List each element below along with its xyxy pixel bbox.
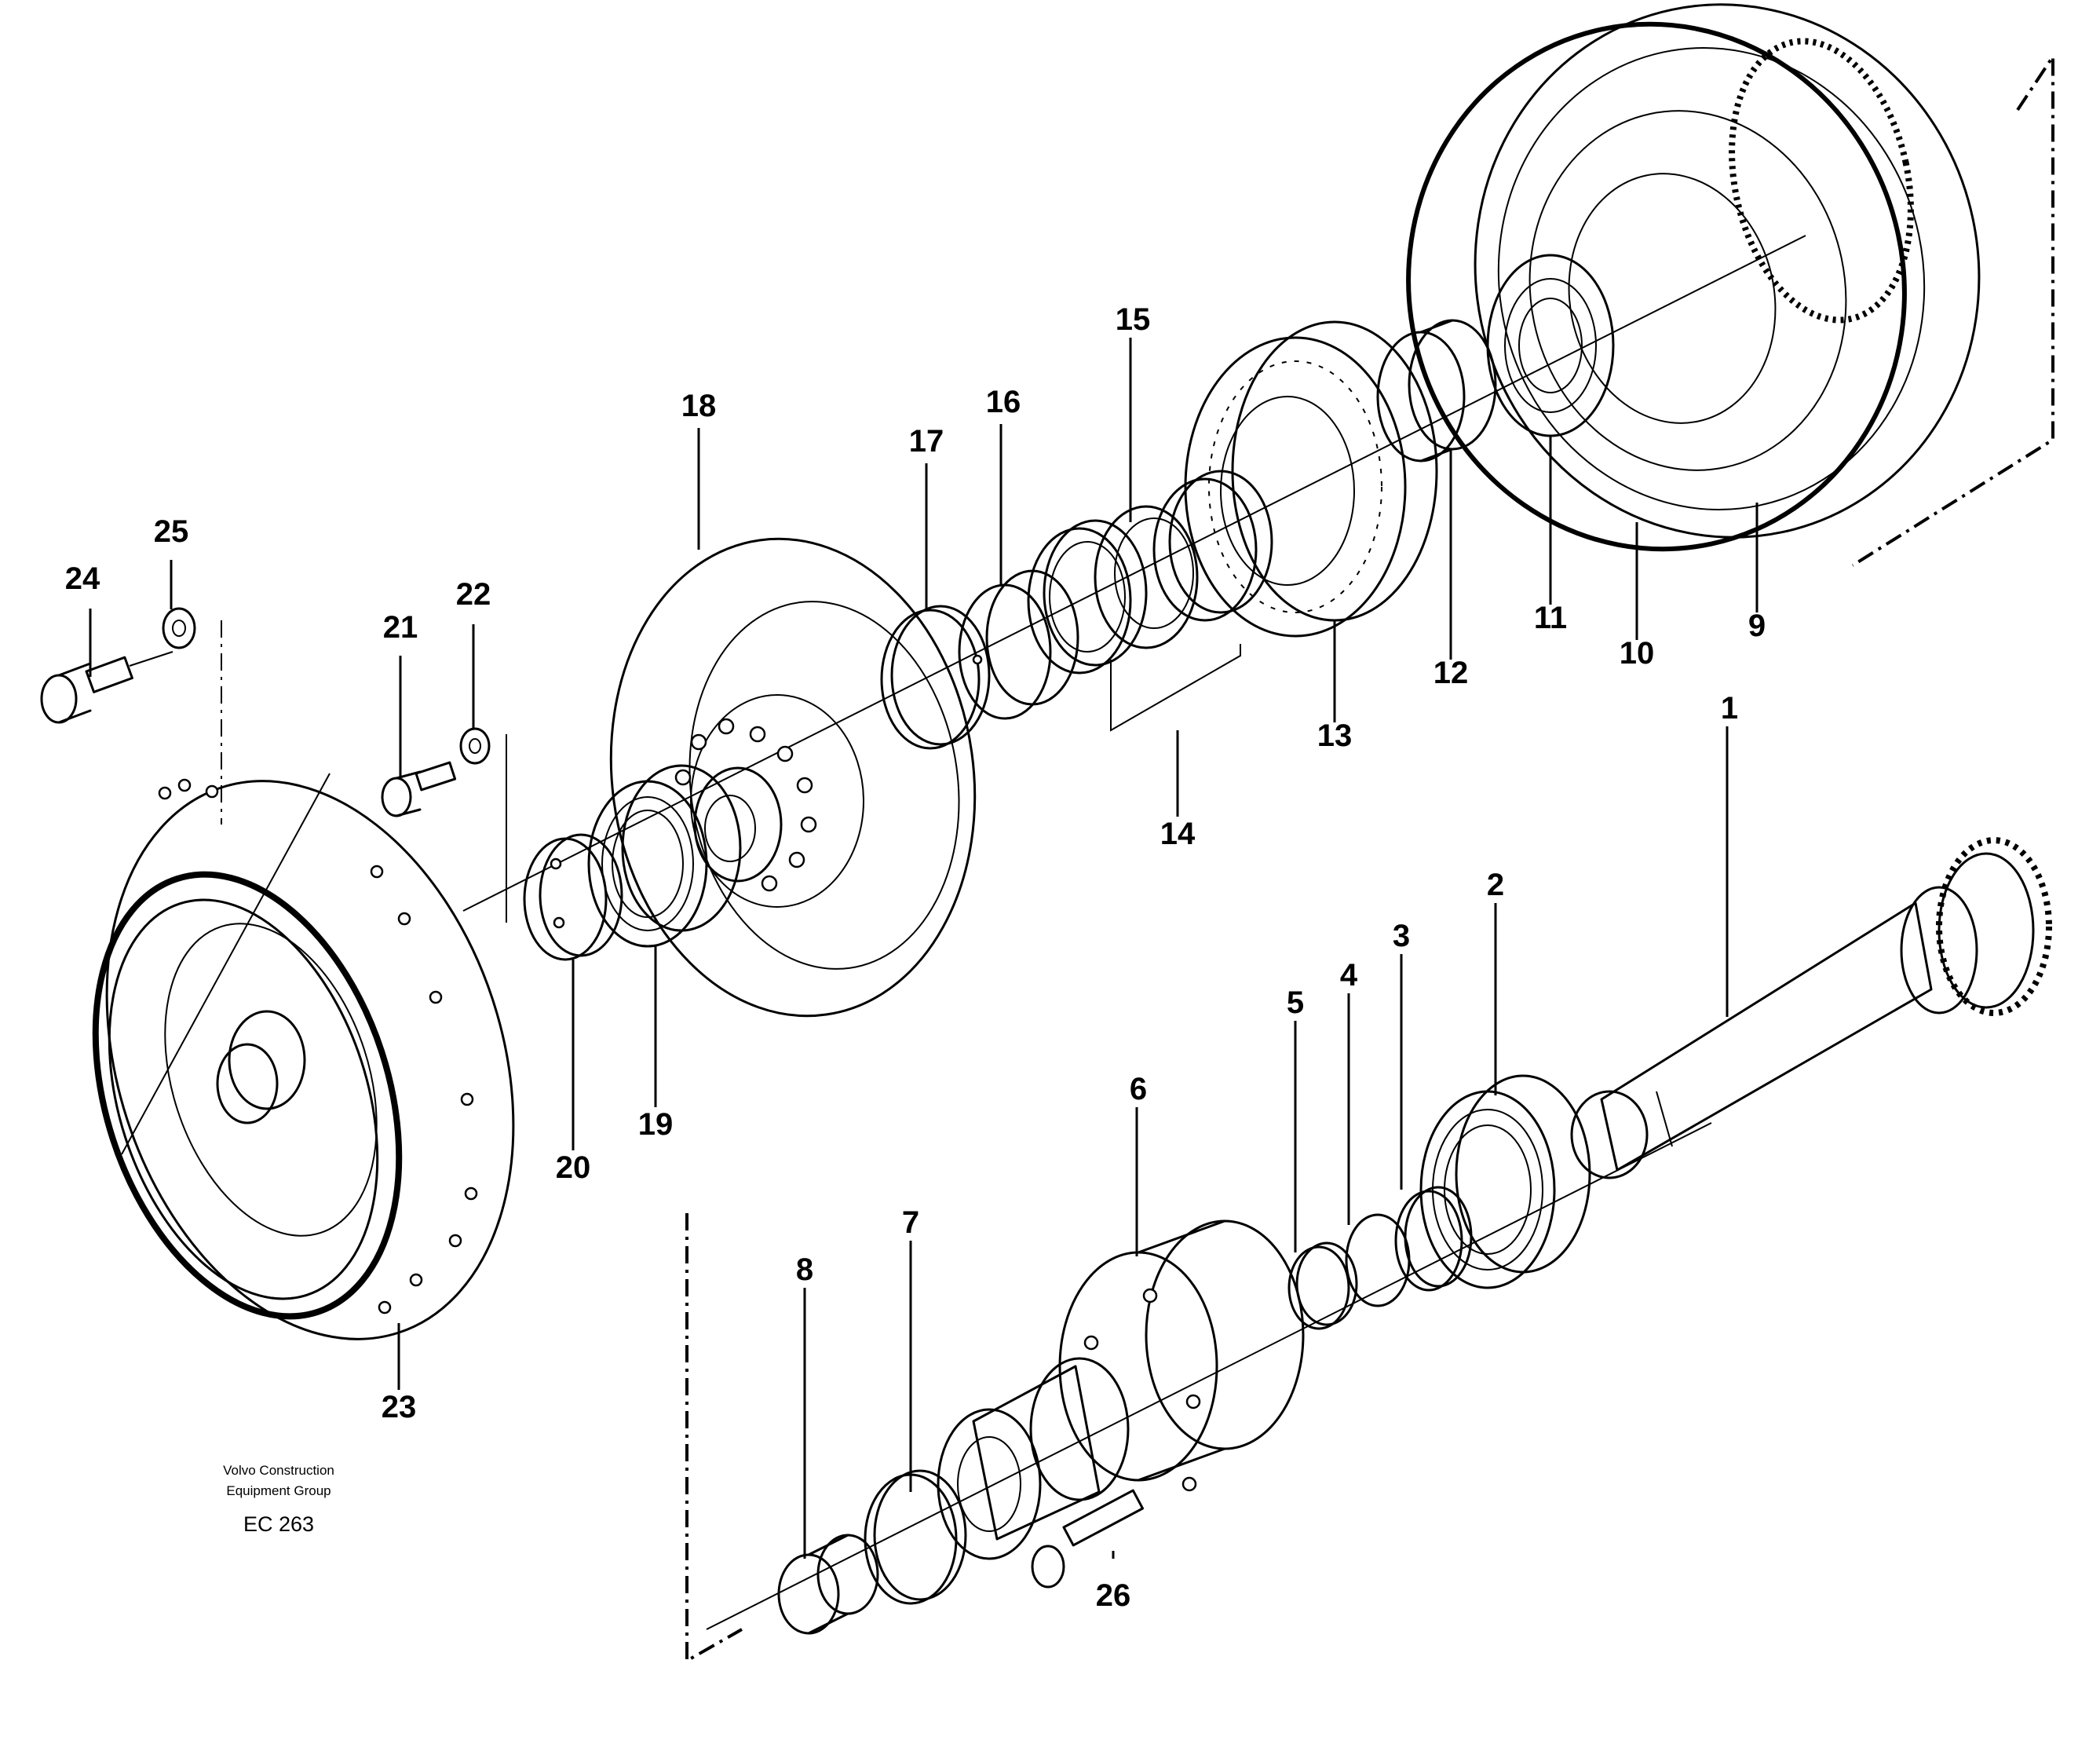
callout-6: 6 <box>1130 1072 1147 1106</box>
callout-3: 3 <box>1393 919 1410 953</box>
ring-5 <box>1287 1241 1358 1330</box>
o-ring-10 <box>1406 21 1907 552</box>
bolt-26 <box>1031 1489 1145 1589</box>
callout-18: 18 <box>681 389 717 423</box>
callout-14: 14 <box>1160 817 1196 851</box>
callout-25: 25 <box>154 514 189 549</box>
stator-13 <box>1184 320 1438 638</box>
housing-9 <box>1474 3 1981 539</box>
callout-21: 21 <box>383 610 418 645</box>
thrust-washer-15 <box>1027 519 1148 675</box>
callout-16: 16 <box>986 385 1021 419</box>
callout-24: 24 <box>65 561 100 596</box>
lock-washer-25 <box>162 607 222 824</box>
callout-7: 7 <box>902 1205 919 1240</box>
sleeve-12 <box>1376 319 1497 463</box>
credit-block: Volvo Construction Equipment Group EC 26… <box>223 1463 334 1536</box>
callout-8: 8 <box>796 1252 813 1287</box>
lower-axis-line <box>706 1122 1712 1630</box>
document-code: EC 263 <box>243 1512 314 1536</box>
callout-23: 23 <box>382 1390 417 1424</box>
credit-line-2: Equipment Group <box>226 1483 331 1498</box>
callout-19: 19 <box>638 1107 674 1142</box>
converter-disc-18 <box>609 537 977 1018</box>
bearing-2 <box>1419 1074 1591 1289</box>
callout-15: 15 <box>1116 302 1151 337</box>
callout-22: 22 <box>456 577 491 612</box>
input-shaft-1 <box>1570 837 2052 1179</box>
callout-20: 20 <box>556 1150 591 1185</box>
seal-ring-7 <box>864 1469 967 1605</box>
callout-5: 5 <box>1287 985 1304 1020</box>
hub-plate-20 <box>523 833 623 961</box>
upper-axis-line <box>121 235 1806 1155</box>
assembly-frame-right <box>1851 51 2054 567</box>
snap-ring-4 <box>1345 1213 1411 1307</box>
bearing-11 <box>1486 254 1615 437</box>
bolt-21 <box>381 761 457 817</box>
callout-11: 11 <box>1534 601 1567 635</box>
callout-17: 17 <box>909 424 944 459</box>
flywheel-ring-gear <box>92 778 515 1340</box>
callout-10: 10 <box>1620 636 1655 671</box>
callout-4: 4 <box>1340 958 1358 993</box>
needle-bearing-14 <box>1094 470 1273 732</box>
callout-9: 9 <box>1748 609 1766 643</box>
snap-ring-17 <box>880 605 991 750</box>
callout-26: 26 <box>1096 1578 1131 1613</box>
credit-line-1: Volvo Construction <box>223 1463 334 1478</box>
callout-2: 2 <box>1487 868 1504 902</box>
callout-13: 13 <box>1317 718 1353 753</box>
sleeve-8 <box>777 1534 879 1635</box>
bolt-24 <box>40 651 173 724</box>
callout-1: 1 <box>1721 691 1738 726</box>
washer-22 <box>459 727 507 923</box>
callout-labels: 1 2 3 4 5 6 7 8 9 10 11 12 13 14 15 16 1… <box>65 302 1766 1613</box>
callout-12: 12 <box>1433 656 1469 690</box>
flange-hub-6 <box>937 1219 1305 1560</box>
assembly-frame-lower <box>685 1213 743 1664</box>
leader-lines <box>89 338 1759 1559</box>
